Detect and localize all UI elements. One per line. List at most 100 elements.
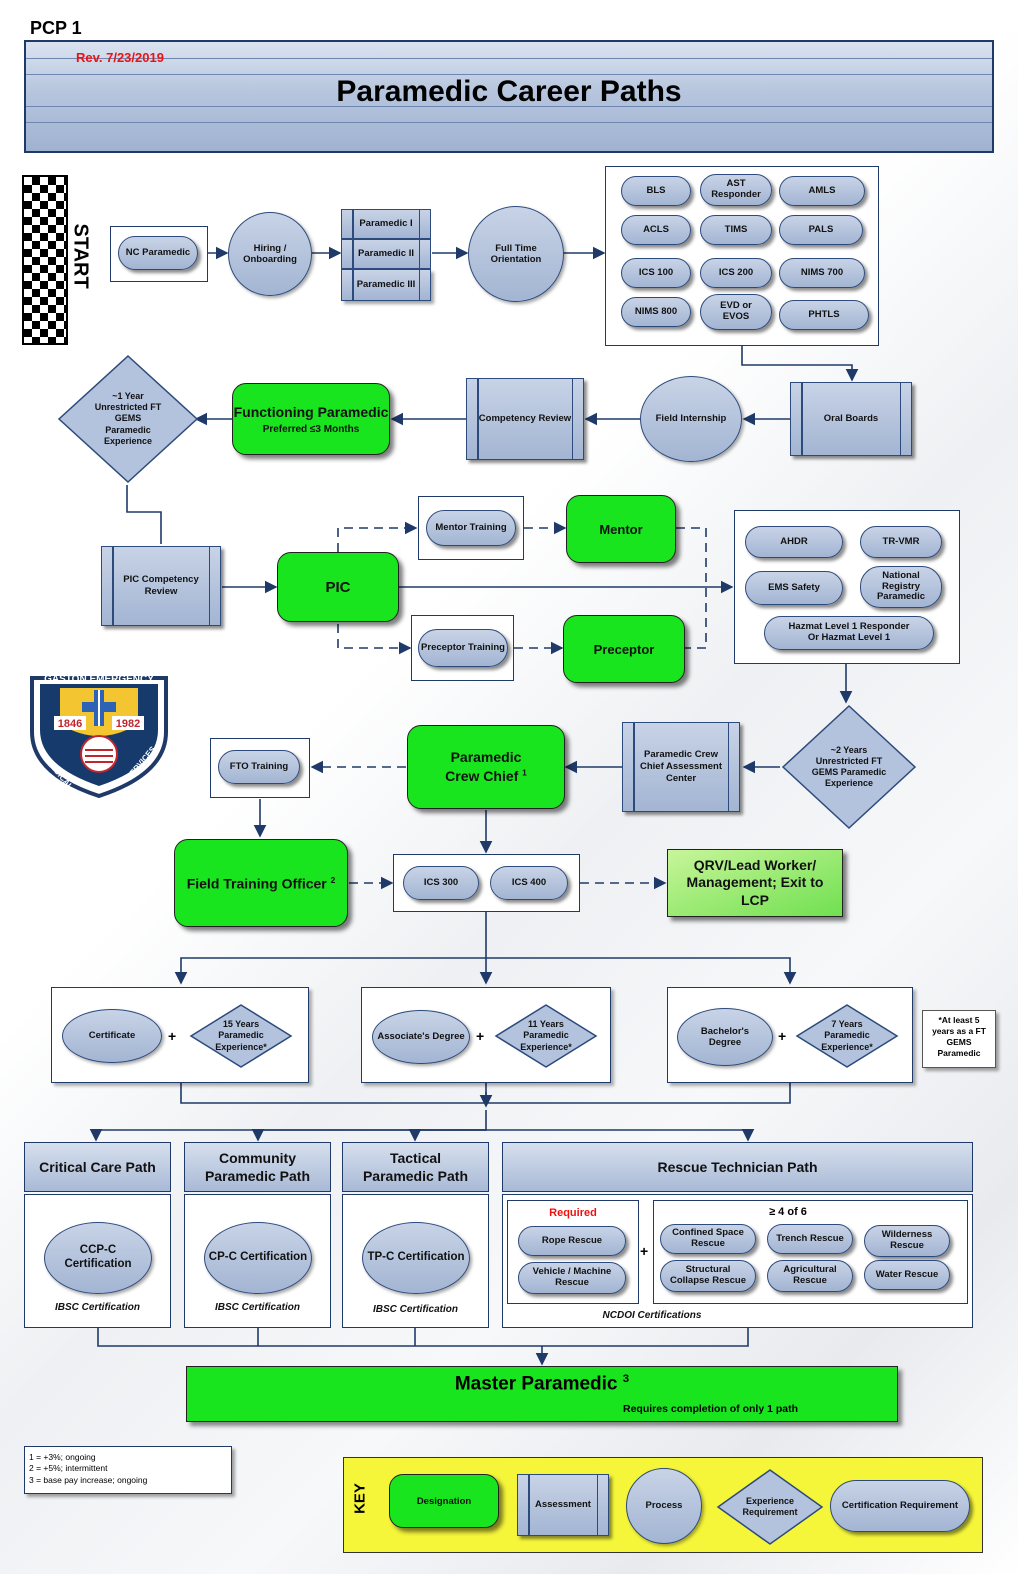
ibsc-label: IBSC Certification [372,1304,458,1315]
ibsc-label: IBSC Certification [54,1302,140,1313]
experience-11yr[interactable]: 11 Years Paramedic Experience* [494,1003,598,1069]
title-banner [24,40,994,153]
paramedic-level-1[interactable]: Paramedic I [341,209,431,239]
experience-7yr[interactable]: 7 Years Paramedic Experience* [795,1003,899,1069]
diamond-shape [716,1469,824,1545]
hiring-onboarding[interactable]: Hiring / Onboarding [228,212,312,296]
experience-7yr-label: 7 Years Paramedic Experience* [821,1019,873,1052]
cert-ics-200[interactable]: ICS 200 [700,258,772,288]
paramedic-level-3[interactable]: Paramedic III [341,269,431,301]
badge-year-right: 1982 [116,718,140,730]
paramedic-crew-chief[interactable]: Paramedic Crew Chief 1 [407,725,565,809]
master-paramedic[interactable]: Master Paramedic 3 Requires completion o… [186,1366,898,1422]
plus-sign: + [168,1028,177,1044]
vehicle-machine-rescue[interactable]: Vehicle / Machine Rescue [518,1262,626,1294]
structural-collapse-rescue[interactable]: Structural Collapse Rescue [660,1260,756,1292]
wilderness-rescue[interactable]: Wilderness Rescue [864,1225,950,1257]
critical-care-path-header[interactable]: Critical Care Path [24,1142,171,1192]
cert-amls[interactable]: AMLS [779,176,865,206]
cp-c-certification[interactable]: CP-C Certification [204,1222,312,1294]
rescue-technician-path-header[interactable]: Rescue Technician Path [502,1142,973,1192]
required-label: Required [549,1207,597,1219]
cert-ics-300[interactable]: ICS 300 [403,866,479,900]
functioning-paramedic[interactable]: Functioning Paramedic Preferred ≤3 Month… [232,383,390,455]
mentor-training[interactable]: Mentor Training [426,510,516,546]
choice-label: ≥ 4 of 6 [769,1206,807,1218]
key-experience-label: Experience Requirement [742,1495,798,1517]
degree-associate[interactable]: Associate's Degree [372,1010,470,1064]
cert-ics-100[interactable]: ICS 100 [621,258,691,288]
competency-review[interactable]: Competency Review [466,378,584,460]
key-designation: Designation [389,1474,499,1528]
diamond-shape [494,1004,598,1068]
ncdoi-label: NCDOI Certifications [602,1310,702,1321]
crew-chief-label: Paramedic Crew Chief [445,749,522,784]
preceptor[interactable]: Preceptor [563,615,685,683]
experience-15yr[interactable]: 15 Years Paramedic Experience* [189,1003,293,1069]
trench-rescue[interactable]: Trench Rescue [767,1224,853,1254]
experience-2yr[interactable]: ~2 Years Unrestricted FT GEMS Paramedic … [781,704,917,830]
degree-bachelor[interactable]: Bachelor's Degree [677,1008,773,1066]
key-certification-requirement: Certification Requirement [830,1480,970,1532]
experience-15yr-label: 15 Years Paramedic Experience* [215,1019,267,1052]
diamond-shape [189,1004,293,1068]
experience-note: *At least 5 years as a FT GEMS Paramedic [922,1010,996,1068]
preceptor-training[interactable]: Preceptor Training [418,629,508,667]
cert-acls[interactable]: ACLS [621,215,691,245]
oral-boards[interactable]: Oral Boards [790,382,912,456]
cert-national-registry[interactable]: National Registry Paramedic [860,566,942,608]
cert-pals[interactable]: PALS [779,215,863,245]
cert-ems-safety[interactable]: EMS Safety [745,571,843,605]
cert-phtls[interactable]: PHTLS [779,300,869,330]
page-title: Paramedic Career Paths [336,75,682,108]
agricultural-rescue[interactable]: Agricultural Rescue [767,1260,853,1292]
field-internship[interactable]: Field Internship [640,376,742,462]
experience-11yr-label: 11 Years Paramedic Experience* [520,1019,572,1052]
ibsc-label: IBSC Certification [214,1302,300,1313]
key-process: Process [626,1468,702,1544]
pic[interactable]: PIC [277,552,399,622]
field-training-officer[interactable]: Field Training Officer 2 [174,839,348,927]
cert-hazmat[interactable]: Hazmat Level 1 Responder Or Hazmat Level… [764,616,934,650]
tactical-paramedic-path-header[interactable]: Tactical Paramedic Path [342,1142,489,1192]
checkered-flag-icon [22,175,68,345]
degree-certificate[interactable]: Certificate [62,1009,162,1063]
cert-bls[interactable]: BLS [621,176,691,206]
cert-ahdr[interactable]: AHDR [745,526,843,558]
community-paramedic-path-header[interactable]: Community Paramedic Path [184,1142,331,1192]
ccp-c-certification[interactable]: CCP-C Certification [44,1222,152,1294]
cert-evd-evos[interactable]: EVD or EVOS [700,294,772,330]
water-rescue[interactable]: Water Rescue [864,1260,950,1290]
mentor[interactable]: Mentor [566,495,676,563]
cert-tims[interactable]: TIMS [700,215,772,245]
experience-2yr-label: ~2 Years Unrestricted FT GEMS Paramedic … [811,744,887,789]
cert-ast-responder[interactable]: AST Responder [700,174,772,206]
crew-chief-footnote: 1 [522,767,527,778]
paramedic-level-2[interactable]: Paramedic II [341,239,431,269]
rope-rescue[interactable]: Rope Rescue [518,1226,626,1256]
fto-training[interactable]: FTO Training [218,750,300,784]
pic-competency-review[interactable]: PIC Competency Review [101,546,221,626]
crew-chief-assessment-center[interactable]: Paramedic Crew Chief Assessment Center [622,722,740,812]
plus-sign: + [778,1028,787,1044]
tp-c-certification[interactable]: TP-C Certification [362,1222,470,1294]
cert-ics-400[interactable]: ICS 400 [490,866,568,900]
experience-1yr-label: ~1 Year Unrestricted FT GEMS Paramedic E… [94,390,162,446]
footnote-1: 1 = +3%; ongoing [29,1452,96,1462]
cert-nims-700[interactable]: NIMS 700 [779,258,865,288]
exit-to-lcp[interactable]: QRV/Lead Worker/ Management; Exit to LCP [667,849,843,917]
full-time-orientation[interactable]: Full Time Orientation [468,206,564,302]
confined-space-rescue[interactable]: Confined Space Rescue [660,1224,756,1254]
functioning-paramedic-title: Functioning Paramedic [233,403,389,420]
nc-paramedic[interactable]: NC Paramedic [118,236,198,270]
fto-footnote: 2 [330,874,336,885]
diamond-shape [781,704,917,830]
badge-year-left: 1846 [58,718,82,730]
cert-tr-vmr[interactable]: TR-VMR [860,526,942,558]
footnote-2: 2 = +5%; intermittent [29,1463,108,1474]
start-label: START [69,223,92,289]
experience-1yr[interactable]: ~1 Year Unrestricted FT GEMS Paramedic E… [57,354,199,484]
cert-nims-800[interactable]: NIMS 800 [621,297,691,327]
diamond-shape [795,1004,899,1068]
